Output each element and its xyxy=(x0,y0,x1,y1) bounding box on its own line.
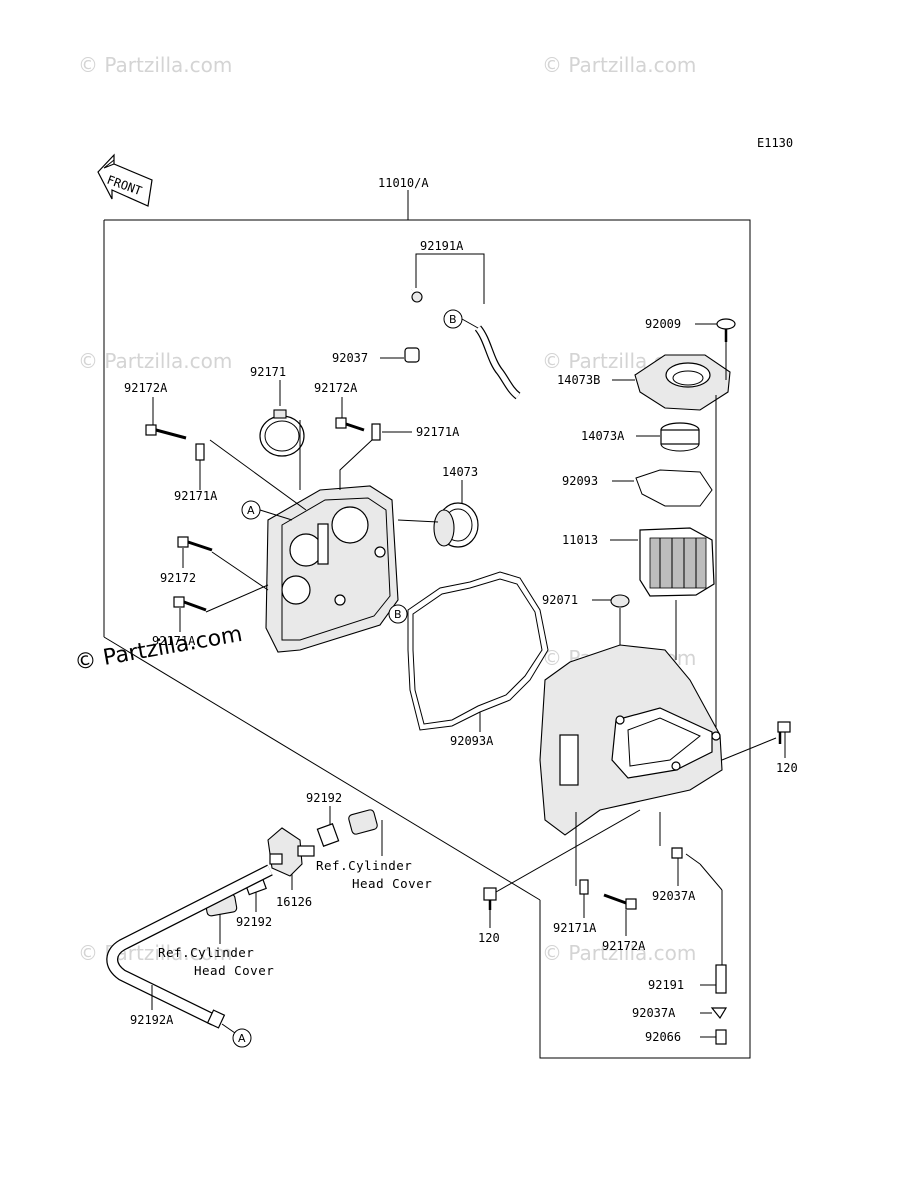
callout-b-label: B xyxy=(449,313,457,326)
clamp-92037A-upper xyxy=(671,847,683,859)
diagram-code: E1130 xyxy=(757,136,793,150)
label-92171A-bottom: 92171A xyxy=(553,921,597,935)
bolt-92171A-low xyxy=(173,596,207,612)
hose-92192-top xyxy=(316,823,340,847)
label-92192-top: 92192 xyxy=(306,791,342,805)
element-11013 xyxy=(639,527,715,597)
watermark: © Partzilla.com xyxy=(542,53,696,77)
label-92171A-mid: 92171A xyxy=(416,425,460,439)
label-92037: 92037 xyxy=(332,351,368,365)
bolt-92172A-bottom xyxy=(603,893,637,910)
gasket-92093 xyxy=(635,469,713,507)
label-92172: 92172 xyxy=(160,571,196,585)
bolt-92172 xyxy=(177,536,213,552)
label-92093: 92093 xyxy=(562,474,598,488)
label-92071: 92071 xyxy=(542,593,578,607)
plug-92066 xyxy=(715,1029,727,1045)
callout-a xyxy=(232,1028,252,1048)
label-92171A-low: 92171A xyxy=(152,634,196,648)
clamp-92037A-lower xyxy=(710,1007,728,1020)
label-92172A-mid: 92172A xyxy=(314,381,358,395)
breather-hose-92191A xyxy=(401,288,521,400)
label-92009: 92009 xyxy=(645,317,681,331)
band-92171 xyxy=(259,409,305,457)
bolt-120-bottom xyxy=(483,887,497,910)
label-92192A: 92192A xyxy=(130,1013,174,1027)
clip-92171A-bottom xyxy=(579,879,589,895)
label-92192-mid: 92192 xyxy=(236,915,272,929)
callout-a-label: A xyxy=(238,1032,246,1045)
ref-cylinder-head-2-line2: Head Cover xyxy=(194,963,274,978)
watermark: © Partzilla.com xyxy=(78,349,232,373)
label-92191A: 92191A xyxy=(420,239,464,253)
label-92037A-lower: 92037A xyxy=(632,1006,676,1020)
watermark: © Partzilla.com xyxy=(78,53,232,77)
label-11013: 11013 xyxy=(562,533,598,547)
bolt-92172A-mid xyxy=(335,417,365,432)
bolt-120-right xyxy=(777,721,791,744)
label-92191: 92191 xyxy=(648,978,684,992)
valve-16126 xyxy=(267,827,315,877)
label-16126: 16126 xyxy=(276,895,312,909)
screw-92009 xyxy=(716,318,736,342)
label-11010A: 11010/A xyxy=(378,176,429,190)
label-92172A-bottom: 92172A xyxy=(602,939,646,953)
clamp-92037 xyxy=(404,347,420,363)
bolt-92172A-left xyxy=(145,424,187,440)
hose-92191 xyxy=(715,964,727,994)
watermark: © Partzilla.com xyxy=(78,941,232,965)
grommet-92071 xyxy=(610,594,630,608)
callout-a-label: A xyxy=(247,504,255,517)
label-14073A: 14073A xyxy=(581,429,625,443)
callout-b xyxy=(388,604,408,624)
label-92066: 92066 xyxy=(645,1030,681,1044)
watermark-dark: © Partzilla.com xyxy=(73,622,245,676)
air-cleaner-housing xyxy=(539,644,723,836)
duct-14073 xyxy=(433,502,479,548)
ref-cylinder-head-1-line2: Head Cover xyxy=(352,876,432,891)
front-arrow-icon: FRONT xyxy=(97,153,153,207)
label-14073: 14073 xyxy=(442,465,478,479)
label-92037A-upper: 92037A xyxy=(652,889,696,903)
ref-cylinder-head-1-line1: Ref.Cylinder xyxy=(316,858,412,873)
label-120-bottom: 120 xyxy=(478,931,500,945)
watermark: © Partzilla.com xyxy=(542,941,696,965)
label-92171: 92171 xyxy=(250,365,286,379)
joint-ref-upper xyxy=(348,809,378,835)
gasket-92093A xyxy=(407,571,549,731)
label-92093A: 92093A xyxy=(450,734,494,748)
cover-14073B xyxy=(634,354,731,411)
callout-b-label: B xyxy=(394,608,402,621)
ring-14073A xyxy=(660,422,700,452)
label-14073B: 14073B xyxy=(557,373,600,387)
ref-cylinder-head-2-line1: Ref.Cylinder xyxy=(158,945,254,960)
label-92171A-left: 92171A xyxy=(174,489,218,503)
assembly-bracket xyxy=(103,190,751,1059)
label-120-right: 120 xyxy=(776,761,798,775)
clip-92171A-left xyxy=(195,443,205,461)
clip-92171A xyxy=(371,423,381,441)
hose-92192A xyxy=(106,864,273,1029)
air-cleaner-cover xyxy=(265,485,399,653)
label-92172A-left: 92172A xyxy=(124,381,168,395)
